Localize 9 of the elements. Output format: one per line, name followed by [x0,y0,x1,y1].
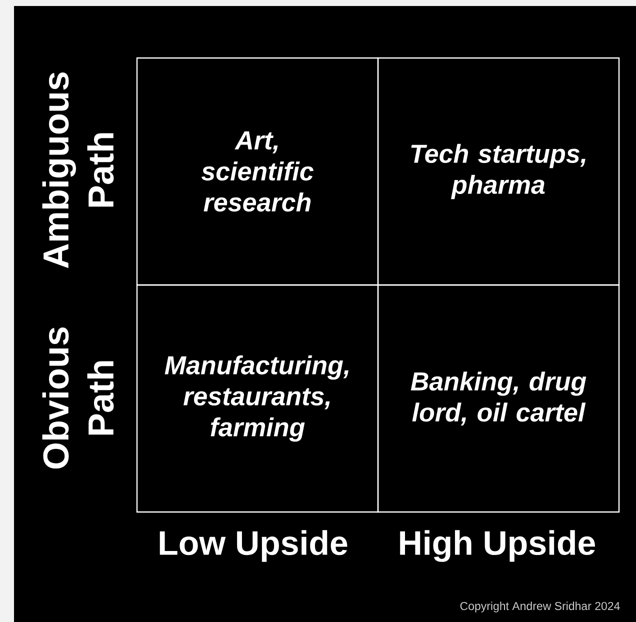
axis-label: Ambiguous Path [42,72,114,268]
quadrant-cell: Art, scientific research [136,57,379,286]
quadrant-cell: Banking, drug lord, oil cartel [377,284,620,513]
axis-label: Low Upside [160,530,348,562]
copyright-note: Copyright Andrew Sridhar 2024 [460,602,620,612]
quadrant-cell: Tech startups, pharma [377,57,620,286]
axis-label: High Upside [400,530,595,562]
axis-label: Obvious Path [42,327,114,469]
quadrant-cell: Manufacturing, restaurants, farming [136,284,379,513]
